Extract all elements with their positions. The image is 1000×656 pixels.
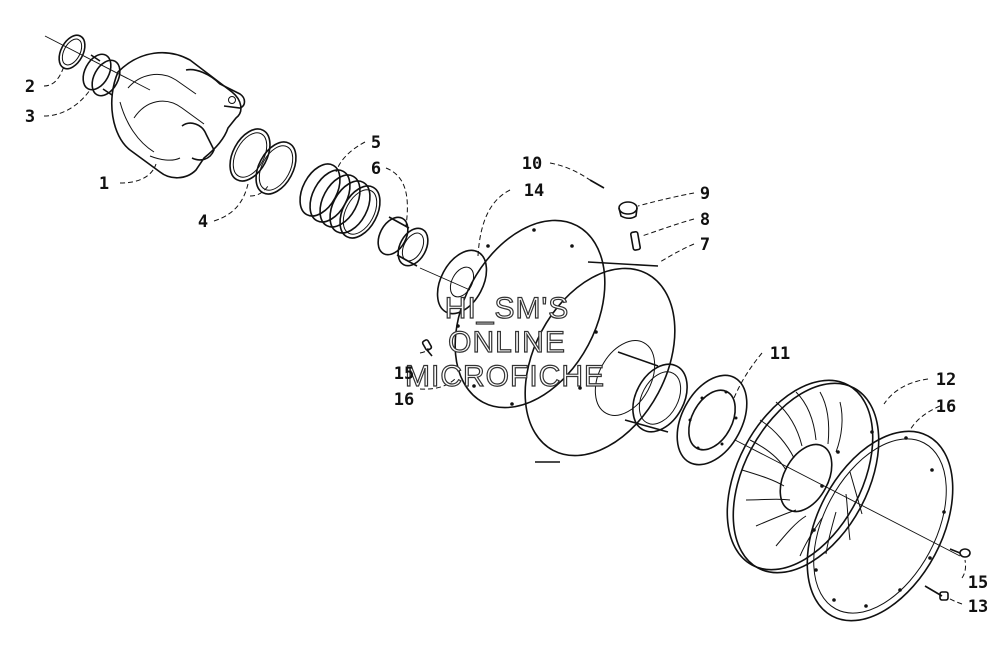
roller-pin-part [629, 230, 641, 251]
disc-bolt-holes [456, 228, 598, 406]
callout-6: 6 [371, 159, 381, 179]
ring-pair-part [229, 128, 297, 195]
callout-labels: 2 3 1 4 5 6 10 14 9 8 7 11 12 16 15 16 1… [25, 77, 988, 617]
callout-16-left: 16 [394, 390, 414, 410]
screw-part-left [421, 339, 433, 357]
callout-1: 1 [99, 174, 109, 194]
callout-10: 10 [522, 154, 542, 174]
callout-7: 7 [700, 235, 710, 255]
watermark-line-2: ONLINE [448, 326, 566, 359]
sheave-disc-part [454, 219, 688, 463]
bushing-part [82, 53, 121, 97]
callout-3: 3 [25, 107, 35, 127]
callout-11: 11 [770, 344, 790, 364]
callout-2: 2 [25, 77, 35, 97]
dowel-pin-part [589, 179, 605, 189]
snap-ring-part [58, 34, 86, 70]
callout-5: 5 [371, 133, 381, 153]
callout-4: 4 [198, 212, 208, 232]
shim-ring-part [676, 374, 748, 466]
watermark-line-3: MICROFICHE [405, 360, 605, 393]
watermark-line-1: HI_SM'S [445, 292, 569, 325]
screw-part-right [949, 548, 971, 558]
callout-15-right: 15 [968, 573, 988, 593]
callout-9: 9 [700, 184, 710, 204]
gasket-plate-part [806, 430, 954, 622]
callout-14: 14 [524, 181, 544, 201]
spider-housing-part [111, 51, 246, 179]
sleeve-part [377, 216, 429, 267]
cap-part [618, 201, 638, 220]
bolt-part [924, 585, 949, 601]
fan-plate-part [726, 379, 880, 574]
leader-lines [43, 65, 967, 605]
spring-part [299, 163, 381, 239]
callout-8: 8 [700, 210, 710, 230]
callout-15-left: 15 [394, 364, 414, 384]
callout-16-right: 16 [936, 397, 956, 417]
watermark: HI_SM'S ONLINE MICROFICHE [404, 291, 605, 393]
callout-12: 12 [936, 370, 956, 390]
callout-13: 13 [968, 597, 988, 617]
